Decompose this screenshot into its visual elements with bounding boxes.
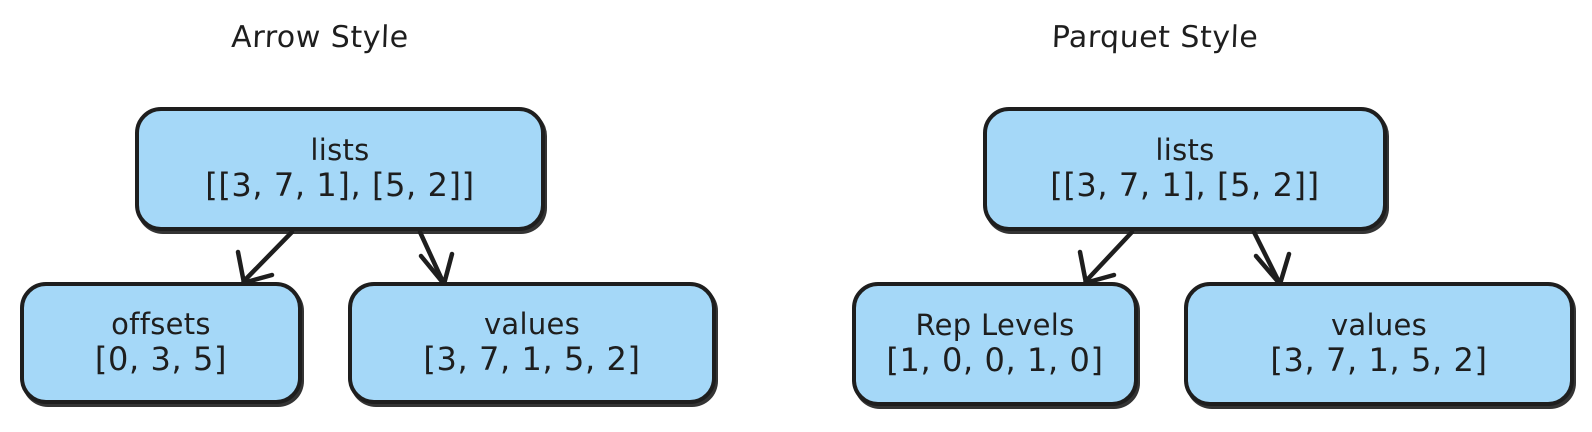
panel-title-arrow: Arrow Style: [230, 20, 410, 55]
node-value: [3, 7, 1, 5, 2]: [1270, 341, 1488, 380]
node-value: [1, 0, 0, 1, 0]: [886, 341, 1104, 380]
node-value: [0, 3, 5]: [94, 340, 228, 379]
edge-parquet-lists-to-rep-levels: [1077, 229, 1135, 286]
node-value: [[3, 7, 1], [5, 2]]: [1050, 166, 1320, 205]
node-arrow-offsets[interactable]: offsets [0, 3, 5]: [20, 282, 302, 404]
edge-arrow-lists-to-values: [417, 229, 455, 287]
node-parquet-values[interactable]: values [3, 7, 1, 5, 2]: [1184, 282, 1574, 406]
node-label: values: [483, 306, 581, 341]
node-label: lists: [1155, 132, 1215, 167]
panel-title-parquet: Parquet Style: [1051, 20, 1259, 55]
edge-parquet-lists-to-values: [1251, 229, 1292, 287]
edge-arrow-lists-to-offsets: [235, 229, 295, 286]
node-parquet-rep-levels[interactable]: Rep Levels [1, 0, 0, 1, 0]: [852, 282, 1138, 406]
node-label: values: [1330, 307, 1428, 342]
node-arrow-values[interactable]: values [3, 7, 1, 5, 2]: [348, 282, 716, 404]
node-value: [3, 7, 1, 5, 2]: [423, 340, 641, 379]
node-label: offsets: [111, 306, 211, 341]
node-value: [[3, 7, 1], [5, 2]]: [205, 166, 475, 205]
node-arrow-lists[interactable]: lists [[3, 7, 1], [5, 2]]: [135, 107, 545, 231]
node-label: lists: [310, 132, 370, 167]
node-parquet-lists[interactable]: lists [[3, 7, 1], [5, 2]]: [983, 107, 1387, 231]
node-label: Rep Levels: [915, 307, 1075, 342]
